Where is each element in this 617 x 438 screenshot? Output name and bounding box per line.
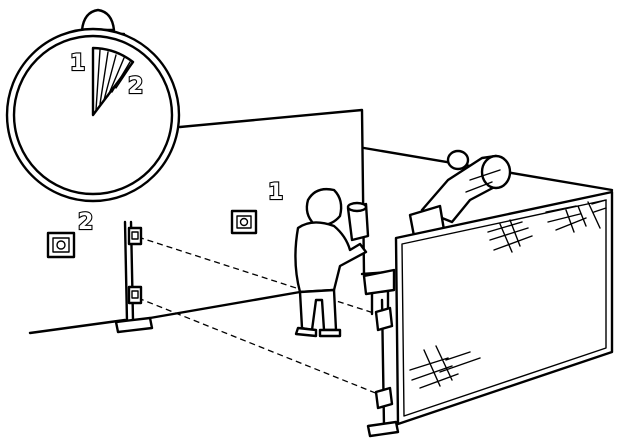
switch-box-2 bbox=[48, 233, 74, 257]
worker-legs bbox=[300, 290, 336, 330]
floor-line-left bbox=[30, 320, 125, 333]
receiver-base bbox=[368, 422, 398, 436]
lower-emitter-sensor bbox=[129, 287, 141, 303]
floor-line-mid bbox=[150, 292, 300, 318]
emitter-post bbox=[125, 222, 127, 322]
lower-receiver-sensor bbox=[376, 388, 392, 408]
worker-head bbox=[307, 189, 341, 225]
upper-receiver-sensor bbox=[376, 308, 392, 330]
light-curtain-receiver bbox=[368, 300, 398, 436]
stopwatch-mark-2: 2 bbox=[128, 74, 143, 99]
switch-box-1 bbox=[232, 211, 256, 233]
switch-1-label: 1 bbox=[268, 180, 283, 205]
light-curtain-emitter bbox=[116, 222, 152, 332]
stopwatch bbox=[7, 10, 179, 201]
stopwatch-mark-1: 1 bbox=[70, 51, 85, 76]
stopwatch-crown bbox=[82, 10, 114, 30]
upper-emitter-sensor bbox=[129, 228, 141, 244]
worker bbox=[295, 189, 368, 336]
switch-2-label: 2 bbox=[78, 210, 93, 235]
worker-shoes bbox=[296, 328, 340, 336]
